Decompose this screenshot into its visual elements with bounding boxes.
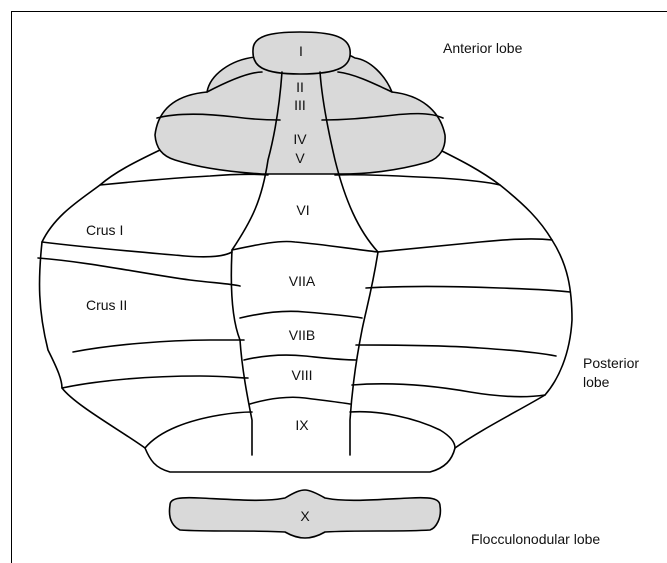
lobule-v-label: V — [295, 150, 305, 166]
lobule-viib-label: VIIB — [289, 327, 315, 343]
lobule-iii-label: III — [294, 97, 306, 113]
crus-ii-label: Crus II — [86, 297, 127, 313]
posterior-lobe-label-line1: Posterior — [583, 355, 639, 371]
lobule-x-label: X — [300, 508, 310, 524]
lobule-iv-label: IV — [293, 131, 307, 147]
lobule-viia-label: VIIA — [289, 273, 316, 289]
posterior-lobe-label-line2: lobe — [583, 374, 610, 390]
lobule-i-label: I — [299, 43, 303, 59]
lobule-viii-label: VIII — [291, 367, 312, 383]
crus-i-label: Crus I — [86, 222, 123, 238]
lobule-ii-label: II — [296, 79, 304, 95]
flocculonodular-lobe-label: Flocculonodular lobe — [471, 531, 600, 547]
anterior-lobe-label: Anterior lobe — [443, 40, 523, 56]
lobule-ix-label: IX — [295, 417, 309, 433]
lobule-vi-label: VI — [296, 202, 309, 218]
